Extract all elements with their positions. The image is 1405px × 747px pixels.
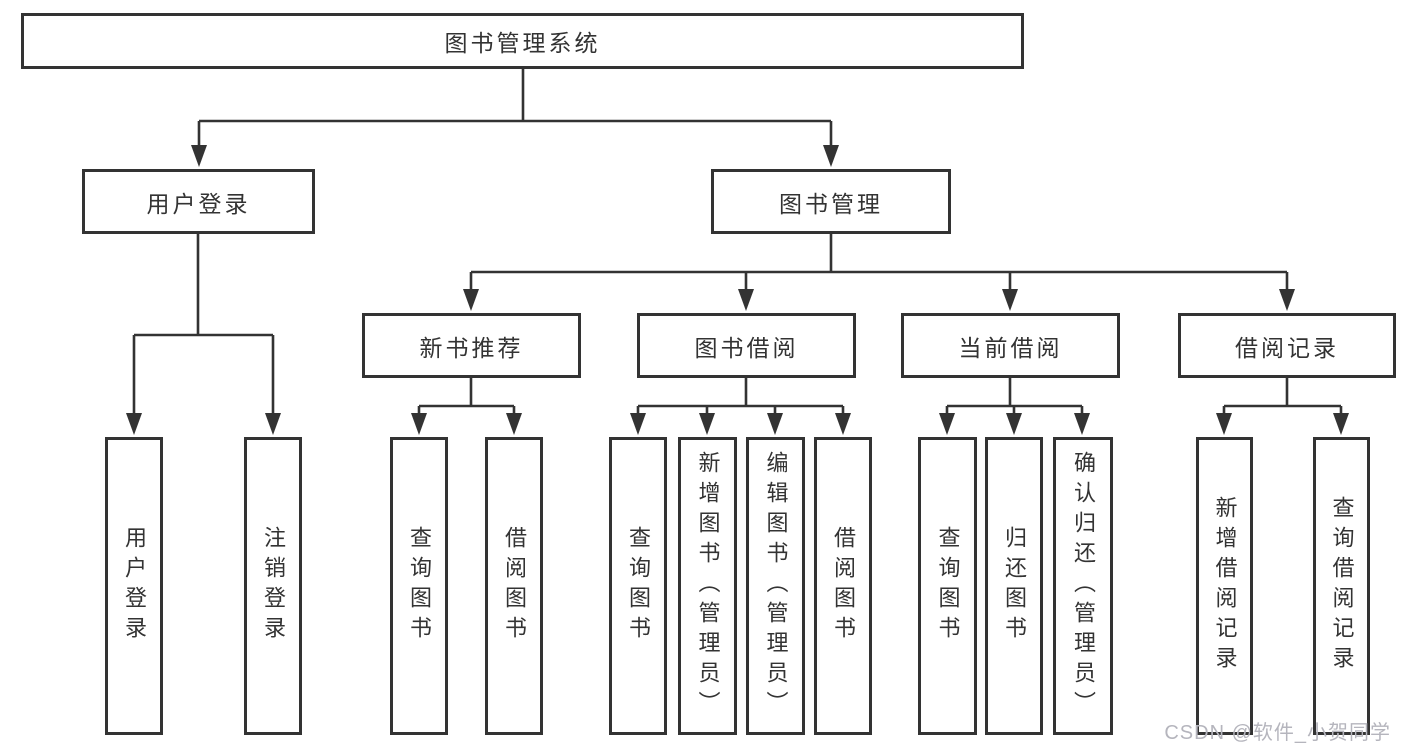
node-label: 图书借阅 [694, 334, 799, 361]
node-book-management: 图书管理 [711, 169, 951, 234]
node-label: 用户登录 [122, 526, 147, 646]
watermark: CSDN @软件_小贺同学 [1164, 722, 1391, 744]
node-label: 图书管理系统 [444, 30, 601, 56]
node-current-borrow: 当前借阅 [901, 313, 1120, 378]
leaf-user-login: 用户登录 [105, 437, 163, 735]
node-borrow-record: 借阅记录 [1178, 313, 1396, 378]
node-label: 查询图书 [407, 526, 432, 646]
node-user-login: 用户登录 [82, 169, 315, 234]
node-label: 确认归还（管理员） [1071, 451, 1096, 721]
leaf-add-book-admin: 新增图书（管理员） [678, 437, 737, 735]
leaf-logout: 注销登录 [244, 437, 302, 735]
node-label: 查询图书 [626, 526, 651, 646]
node-label: 编辑图书（管理员） [763, 451, 789, 721]
node-new-book-recommend: 新书推荐 [362, 313, 581, 378]
leaf-query-book-3: 查询图书 [918, 437, 977, 735]
node-label: 查询图书 [935, 526, 961, 646]
node-label: 注销登录 [261, 526, 286, 646]
leaf-return-book: 归还图书 [985, 437, 1043, 735]
leaf-borrow-book-2: 借阅图书 [814, 437, 872, 735]
node-label: 用户登录 [146, 190, 251, 217]
leaf-borrow-book-1: 借阅图书 [485, 437, 543, 735]
node-label: 新书推荐 [419, 334, 524, 361]
leaf-query-book-1: 查询图书 [390, 437, 448, 735]
leaf-query-borrow-record: 查询借阅记录 [1313, 437, 1370, 735]
node-label: 新增图书（管理员） [695, 451, 721, 721]
leaf-query-book-2: 查询图书 [609, 437, 667, 735]
node-label: 新增借阅记录 [1212, 496, 1238, 676]
node-label: 借阅图书 [502, 526, 527, 646]
leaf-confirm-return-admin: 确认归还（管理员） [1053, 437, 1113, 735]
node-book-borrow: 图书借阅 [637, 313, 856, 378]
node-label: 归还图书 [1002, 526, 1027, 646]
node-root: 图书管理系统 [21, 13, 1024, 69]
leaf-edit-book-admin: 编辑图书（管理员） [746, 437, 805, 735]
node-label: 当前借阅 [958, 334, 1063, 361]
node-label: 借阅图书 [831, 526, 856, 646]
node-label: 借阅记录 [1235, 334, 1339, 361]
node-label: 图书管理 [779, 190, 883, 217]
node-label: 查询借阅记录 [1329, 496, 1355, 676]
leaf-add-borrow-record: 新增借阅记录 [1196, 437, 1253, 735]
